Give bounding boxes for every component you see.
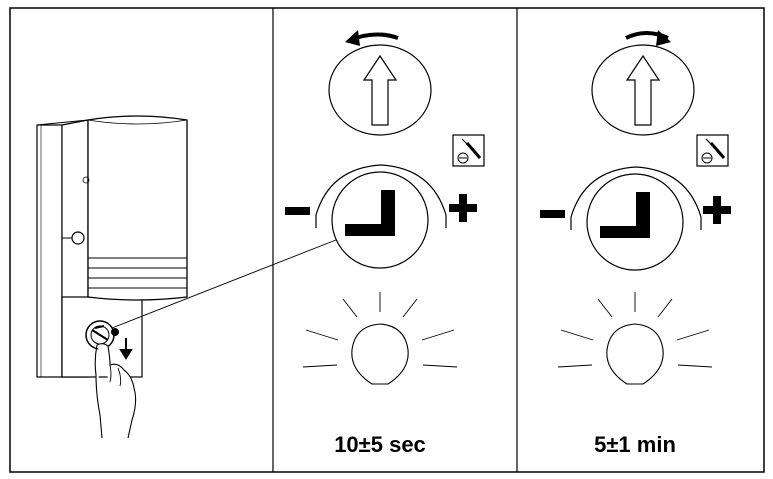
down-arrow-icon (119, 338, 133, 360)
panel-short-setting: 10±5 sec (285, 30, 485, 457)
screwdriver-icon (452, 134, 485, 167)
clock-dial-icon (586, 173, 684, 271)
leader-line (111, 235, 347, 329)
caption-long-time: 5±1 min (594, 432, 676, 457)
rotate-arrow-icon (625, 30, 671, 46)
panel-long-setting: 5±1 min (540, 30, 731, 457)
up-arrow-icon (328, 44, 432, 136)
rotate-arrow-icon (345, 30, 399, 46)
caption-short-time: 10±5 sec (334, 432, 426, 457)
outer-frame (9, 7, 765, 473)
hand-icon (94, 343, 137, 439)
up-arrow-icon (591, 44, 695, 136)
plus-icon (703, 196, 731, 224)
light-bulb-icon (302, 292, 458, 385)
adjust-range-arc (570, 166, 702, 230)
lamp-cylinder (82, 115, 188, 301)
screwdriver-icon (696, 134, 729, 167)
lamp-screw (71, 231, 85, 245)
minus-icon (540, 210, 565, 218)
minus-icon (285, 207, 310, 215)
plus-icon (449, 194, 477, 222)
light-bulb-icon (557, 292, 713, 385)
clock-dial-icon (331, 171, 429, 269)
adjust-range-arc (315, 164, 447, 228)
wall-plate (36, 119, 89, 378)
panel-installation (36, 115, 347, 439)
